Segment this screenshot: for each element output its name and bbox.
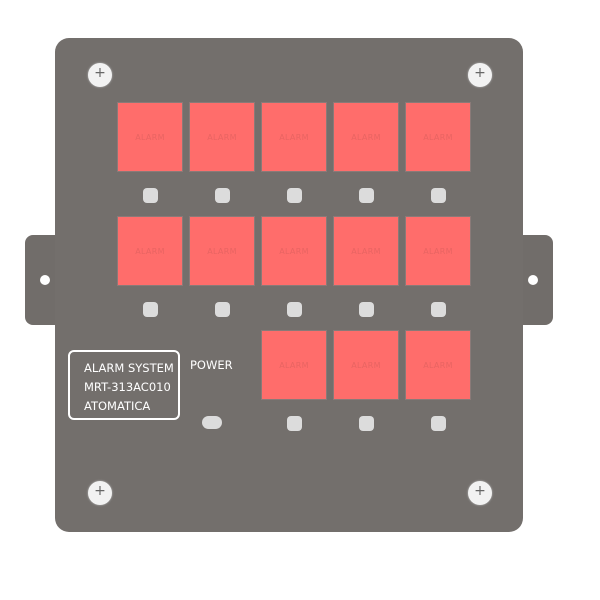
power-led: [202, 416, 222, 429]
alarm-button[interactable]: ALARM: [405, 216, 471, 286]
alarm-button[interactable]: ALARM: [333, 102, 399, 172]
alarm-button[interactable]: ALARM: [117, 216, 183, 286]
alarm-button-label: ALARM: [423, 360, 453, 370]
screw-icon: [468, 481, 492, 505]
alarm-led: [287, 302, 302, 317]
nameplate: ALARM SYSTEM MRT-313AC010 ATOMATICA: [68, 350, 180, 420]
alarm-led: [431, 302, 446, 317]
alarm-led: [431, 416, 446, 431]
alarm-led: [359, 416, 374, 431]
mounting-hole: [40, 275, 50, 285]
alarm-button[interactable]: ALARM: [261, 330, 327, 400]
nameplate-model: MRT-313AC010: [84, 380, 171, 394]
alarm-button-label: ALARM: [207, 132, 237, 142]
alarm-button-label: ALARM: [423, 246, 453, 256]
alarm-led: [215, 188, 230, 203]
alarm-button-label: ALARM: [423, 132, 453, 142]
alarm-led: [359, 188, 374, 203]
mounting-hole: [528, 275, 538, 285]
alarm-button[interactable]: ALARM: [261, 102, 327, 172]
alarm-button-label: ALARM: [279, 360, 309, 370]
alarm-button[interactable]: ALARM: [261, 216, 327, 286]
alarm-button-label: ALARM: [351, 360, 381, 370]
alarm-button[interactable]: ALARM: [333, 330, 399, 400]
screw-icon: [468, 63, 492, 87]
nameplate-brand: ATOMATICA: [84, 399, 151, 413]
alarm-led: [287, 188, 302, 203]
alarm-led: [215, 302, 230, 317]
alarm-button[interactable]: ALARM: [189, 102, 255, 172]
alarm-button-label: ALARM: [351, 132, 381, 142]
alarm-led: [143, 188, 158, 203]
alarm-led: [431, 188, 446, 203]
alarm-button[interactable]: ALARM: [117, 102, 183, 172]
screw-icon: [88, 481, 112, 505]
alarm-led: [287, 416, 302, 431]
alarm-led: [359, 302, 374, 317]
alarm-button[interactable]: ALARM: [405, 102, 471, 172]
alarm-button[interactable]: ALARM: [333, 216, 399, 286]
alarm-button-label: ALARM: [207, 246, 237, 256]
alarm-button-label: ALARM: [135, 246, 165, 256]
screw-icon: [88, 63, 112, 87]
power-label: POWER: [190, 358, 233, 372]
alarm-button-label: ALARM: [279, 246, 309, 256]
alarm-button[interactable]: ALARM: [405, 330, 471, 400]
alarm-button-label: ALARM: [351, 246, 381, 256]
alarm-button-label: ALARM: [279, 132, 309, 142]
alarm-led: [143, 302, 158, 317]
alarm-button-label: ALARM: [135, 132, 165, 142]
nameplate-line: ALARM SYSTEM: [84, 361, 174, 375]
alarm-button[interactable]: ALARM: [189, 216, 255, 286]
